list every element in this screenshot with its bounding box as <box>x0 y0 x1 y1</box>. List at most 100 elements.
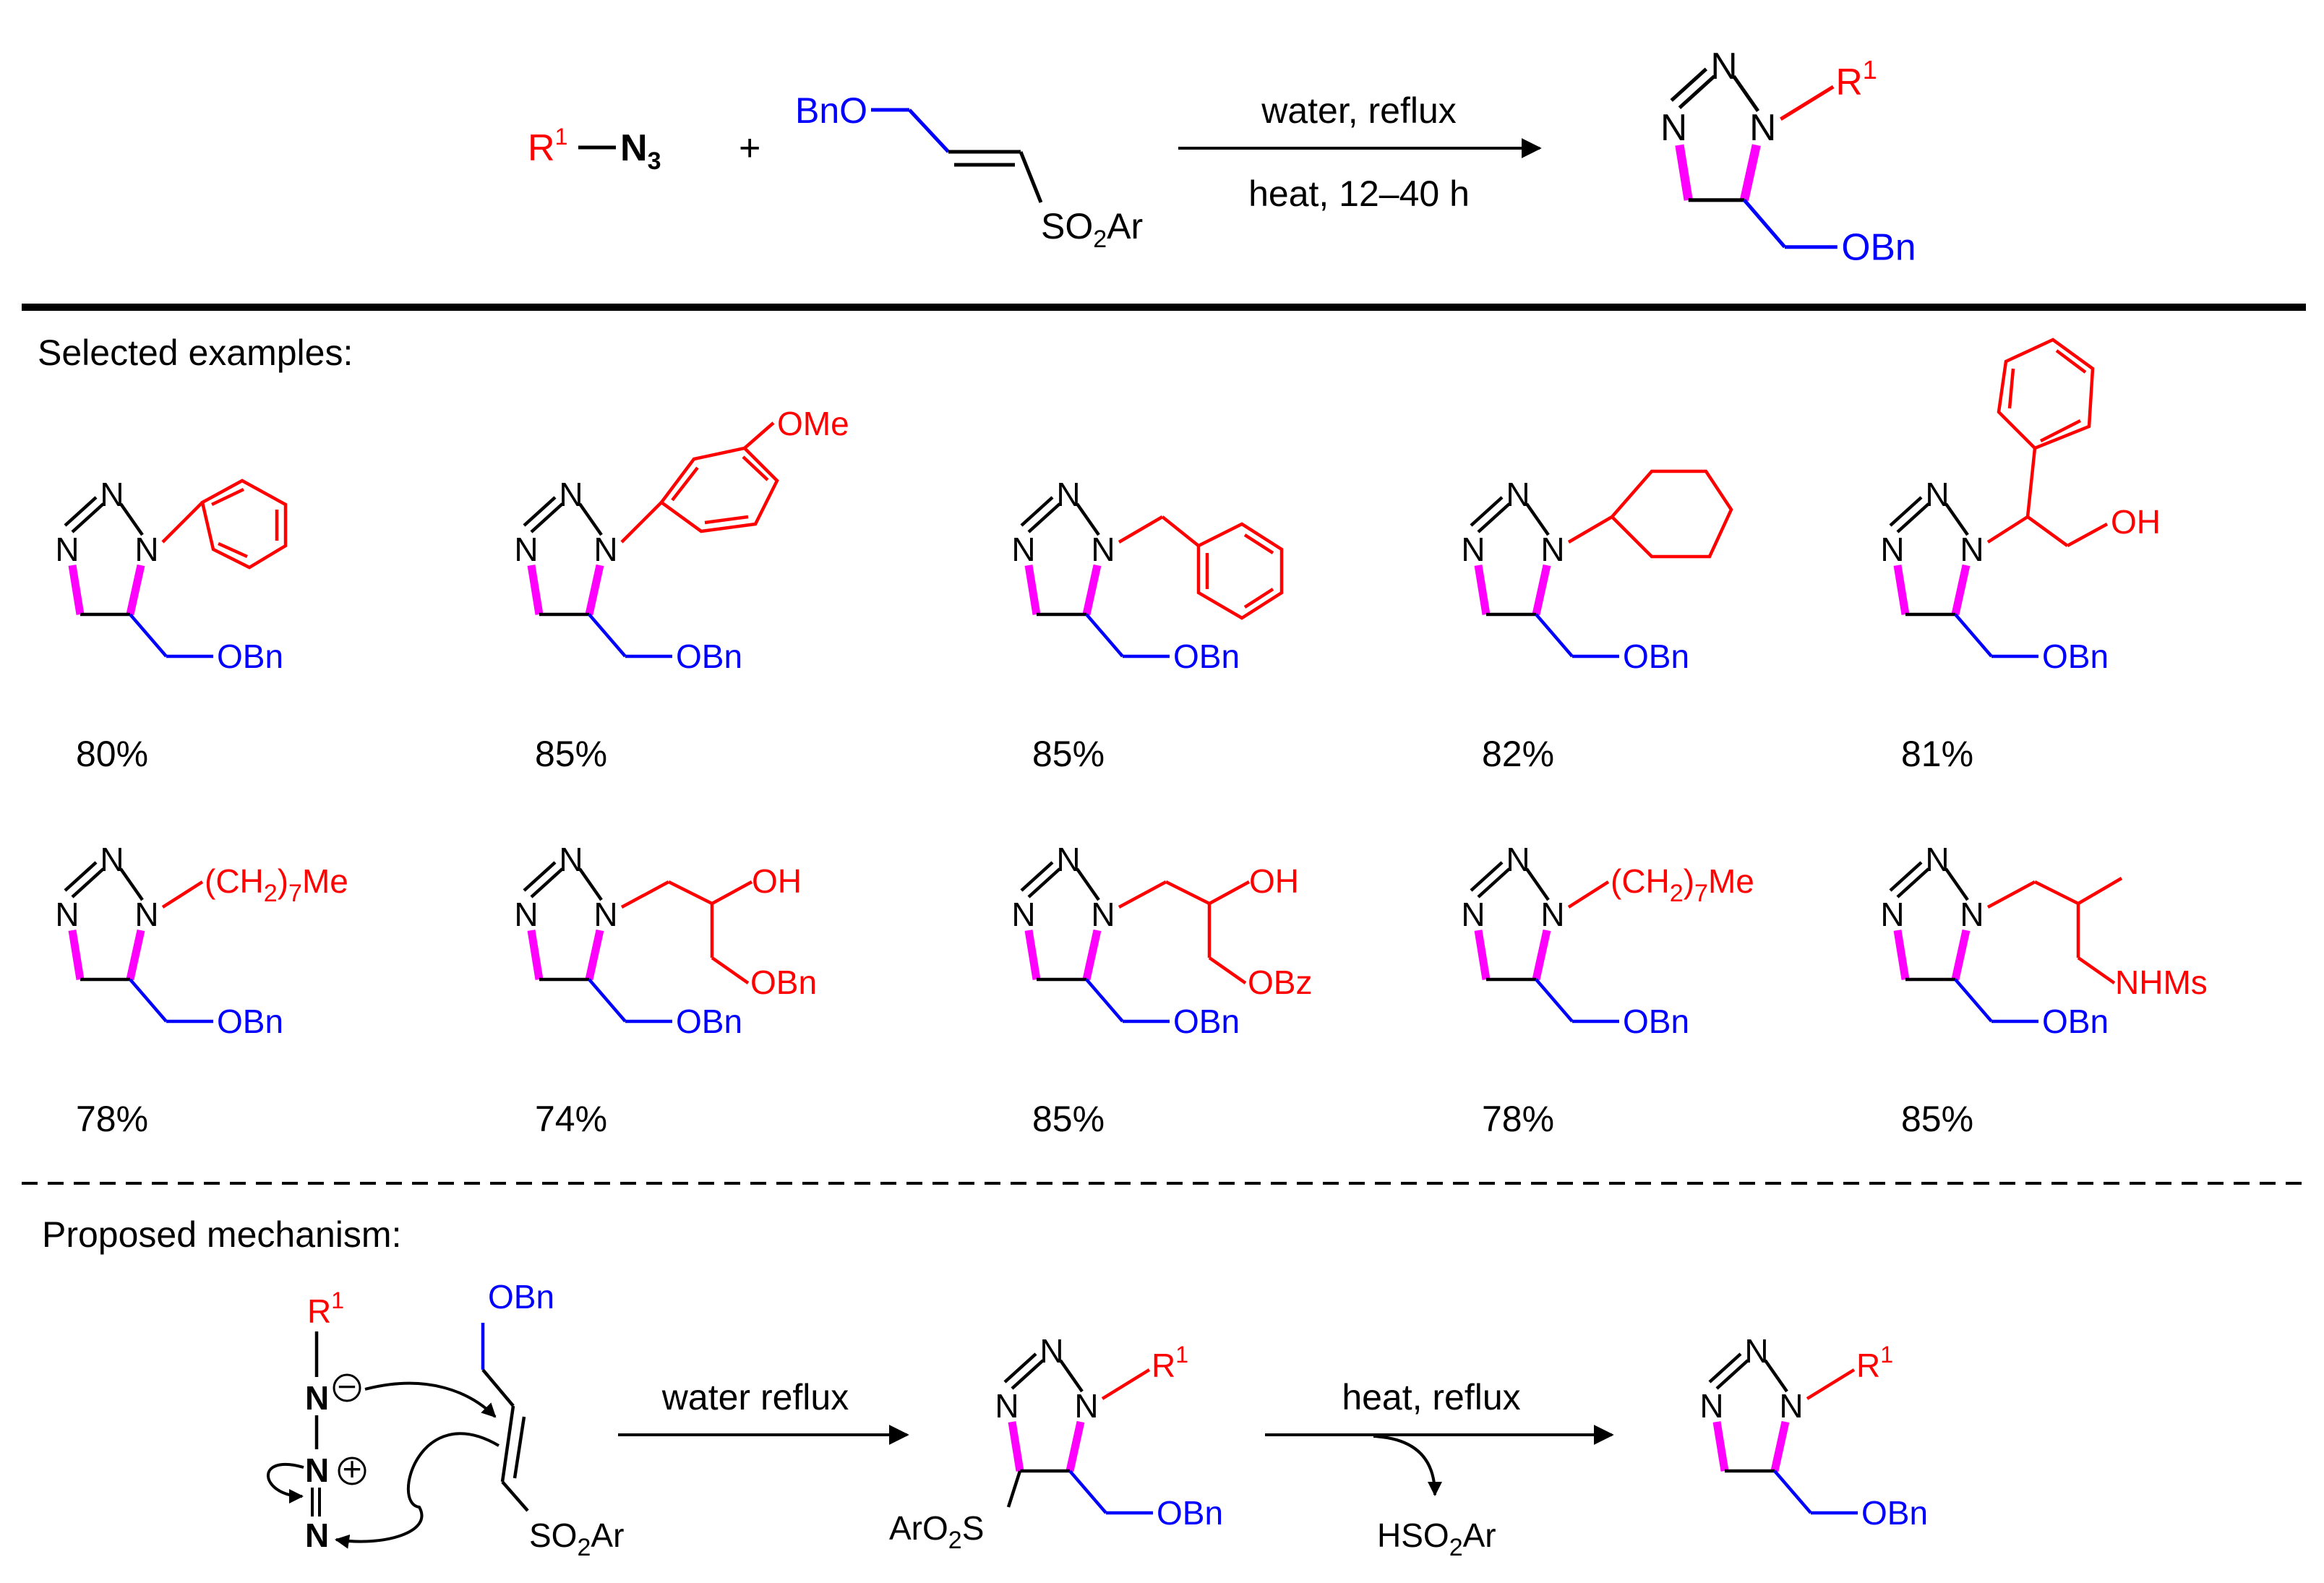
azide-reagent: R1 N3 <box>528 124 661 175</box>
elimination-arrow <box>1373 1435 1442 1496</box>
product-obn-label: OBn <box>1841 226 1916 268</box>
hydroxy-label: OH <box>752 862 802 900</box>
hydroxy-label: OH <box>2111 503 2161 541</box>
triazole-core: N N N OBn <box>1880 476 2109 675</box>
minus-charge: − <box>338 1368 357 1405</box>
mechanism-condition-2: heat, reflux <box>1342 1377 1520 1417</box>
final-triazole: N N N OBn R1 <box>1699 1332 1928 1532</box>
svg-text:R1: R1 <box>1836 56 1877 103</box>
example-5: N N N OBn OH 81% <box>1880 338 2161 774</box>
int-r-label: R <box>1152 1347 1175 1384</box>
svg-text:N: N <box>1056 476 1080 513</box>
final-r-label: R <box>1856 1347 1880 1384</box>
svg-text:N: N <box>100 476 124 513</box>
svg-text:N: N <box>1039 1332 1063 1370</box>
n-terminal-label: N <box>305 1516 329 1554</box>
example-6: N N N OBn (CH2)7Me 78% <box>55 841 348 1139</box>
octyl-label: (CH2)7Me <box>205 862 348 907</box>
azide-r-label: R <box>528 127 555 169</box>
svg-text:N: N <box>995 1387 1019 1425</box>
substituent-phenyl <box>161 479 288 570</box>
product-r-label: R <box>1836 61 1863 103</box>
svg-text:N: N <box>1506 841 1530 878</box>
triazole-core: N N N OBn <box>514 841 742 1040</box>
curved-arrow-2 <box>364 1381 497 1418</box>
example-7: N N N OBn OH OBn 74% <box>514 841 817 1139</box>
svg-text:SO2Ar: SO2Ar <box>1041 206 1143 253</box>
plus-charge: + <box>343 1450 362 1488</box>
svg-text:N: N <box>1710 45 1737 87</box>
svg-text:N: N <box>1074 1387 1098 1425</box>
substituent-sulfonamide <box>1986 877 2123 984</box>
octyl-label: (CH2)7Me <box>1611 862 1754 907</box>
svg-text:R1: R1 <box>307 1287 344 1330</box>
example-4: N N N OBn 82% <box>1461 469 1733 774</box>
svg-text:N: N <box>55 896 79 933</box>
svg-text:N: N <box>134 896 158 933</box>
example-8: N N N OBn OH OBz 85% <box>1011 841 1312 1139</box>
substituent-hydroxy-phenylethyl <box>1986 338 2109 547</box>
svg-text:OBn: OBn <box>2042 638 2109 675</box>
plus-sign: + <box>739 127 760 169</box>
azide-n-sub: 3 <box>648 147 661 175</box>
svg-text:N: N <box>514 531 538 568</box>
svg-text:N3: N3 <box>620 127 661 175</box>
svg-text:N: N <box>55 531 79 568</box>
triazoline-intermediate: N N N OBn R1 ArO2S <box>889 1332 1223 1554</box>
svg-text:OBn: OBn <box>2042 1003 2109 1040</box>
svg-text:N: N <box>1091 531 1115 568</box>
product-triazole: N N N OBn R1 <box>1660 45 1916 268</box>
svg-text:N: N <box>1960 896 1984 933</box>
mechanism-condition-1: water reflux <box>661 1377 849 1417</box>
svg-text:N: N <box>1091 896 1115 933</box>
svg-text:OBn: OBn <box>1173 638 1240 675</box>
svg-text:N: N <box>1880 896 1904 933</box>
yield-label: 85% <box>535 734 607 774</box>
substituent-diol <box>620 880 753 984</box>
yield-label: 74% <box>535 1099 607 1139</box>
triazole-core: N N N OBn <box>55 476 283 675</box>
condition-top: water, reflux <box>1261 90 1457 131</box>
substituent-hydroxy-benzoate <box>1118 880 1251 984</box>
svg-text:N: N <box>1461 531 1485 568</box>
svg-text:R1: R1 <box>528 124 567 169</box>
svg-text:N: N <box>1540 531 1564 568</box>
svg-text:N: N <box>1461 896 1485 933</box>
yield-label: 85% <box>1901 1099 1973 1139</box>
example-1: N N N OBn 80% <box>55 476 288 774</box>
svg-text:ArO2S: ArO2S <box>889 1509 984 1554</box>
svg-text:N: N <box>1056 841 1080 878</box>
nhms-label: NHMs <box>2115 964 2208 1001</box>
svg-text:SO2Ar: SO2Ar <box>529 1516 624 1561</box>
n-cation-label: N <box>305 1451 329 1489</box>
svg-text:N: N <box>1749 106 1776 148</box>
benzyloxy-label: OBn <box>750 964 817 1001</box>
svg-text:N: N <box>100 841 124 878</box>
triazole-core: N N N OBn <box>55 841 283 1040</box>
svg-text:OBn: OBn <box>676 1003 742 1040</box>
benzoyloxy-label: OBz <box>1248 964 1312 1001</box>
example-2: N N N OBn OMe 85% <box>514 405 849 774</box>
azide-n-label: N <box>620 127 648 169</box>
methoxy-label: OMe <box>777 405 849 442</box>
svg-text:N: N <box>1540 896 1564 933</box>
azide-dipole: R1 N − N + N <box>305 1287 366 1554</box>
int-obn-label: OBn <box>1157 1494 1223 1532</box>
svg-text:N: N <box>559 476 583 513</box>
triazole-core: N N N OBn <box>1461 841 1689 1040</box>
substituent-methoxyphenyl <box>620 421 779 544</box>
svg-text:N: N <box>1744 1332 1768 1370</box>
svg-text:N: N <box>1925 476 1949 513</box>
svg-text:N: N <box>1880 531 1904 568</box>
svg-text:OBn: OBn <box>1623 1003 1689 1040</box>
substituent-cyclohexyl <box>1567 469 1733 559</box>
svg-text:N: N <box>1779 1387 1803 1425</box>
alkene-so2-ar: Ar <box>1107 206 1143 246</box>
triazole-core: N N N OBn <box>1011 476 1240 675</box>
mech-r-label: R <box>307 1292 331 1330</box>
mechanism-heading: Proposed mechanism: <box>42 1214 401 1255</box>
svg-text:N: N <box>1011 896 1035 933</box>
triazole-core: N N N OBn <box>1880 841 2109 1040</box>
yield-label: 78% <box>1482 1099 1554 1139</box>
